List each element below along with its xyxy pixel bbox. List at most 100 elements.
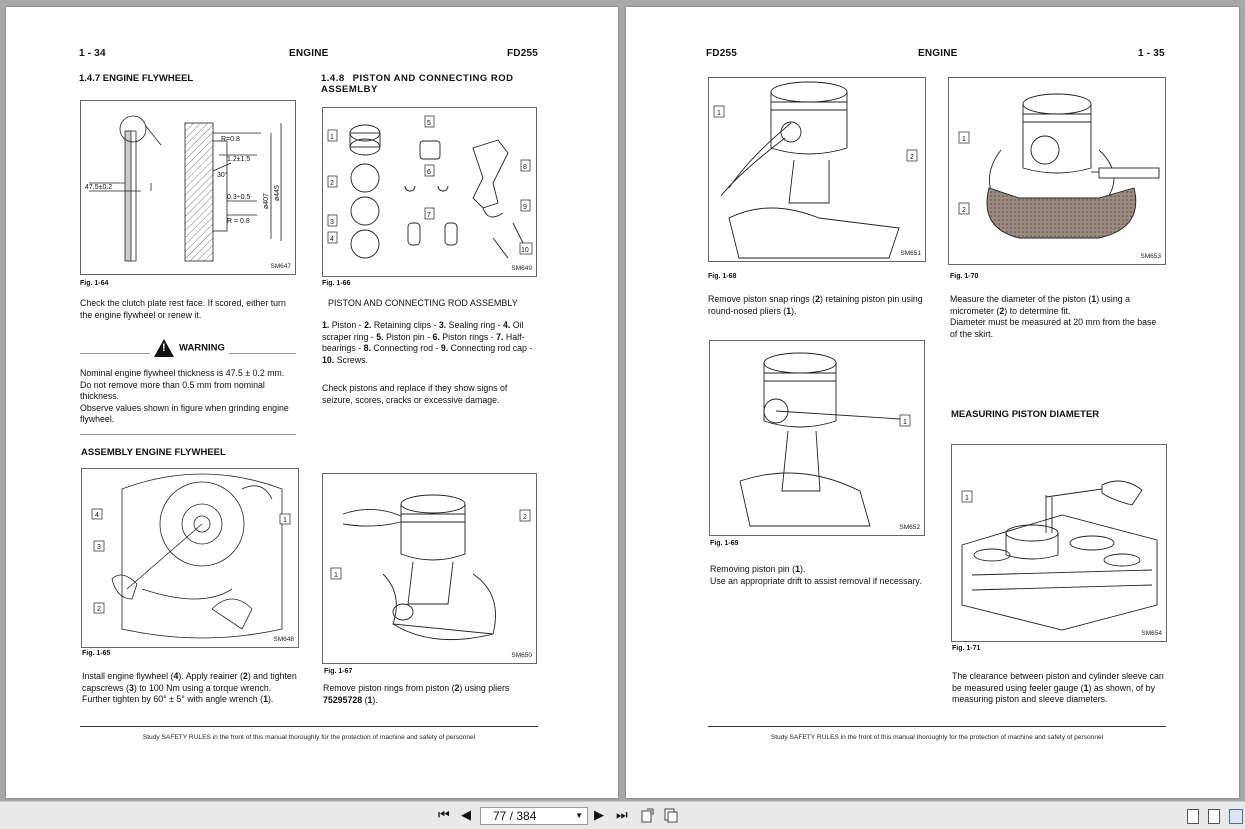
single-page-icon[interactable] (1187, 809, 1199, 824)
fit-page-icon[interactable] (664, 808, 678, 827)
figure-code: SM648 (273, 636, 294, 643)
footer-rule (80, 726, 538, 727)
warning-text: Nominal engine flywheel thickness is 47.… (80, 368, 289, 424)
continuous-page-icon[interactable] (1229, 809, 1243, 824)
fig-label-dia1: ø407 (263, 193, 270, 209)
figure-caption: Fig. 1-66 (322, 280, 351, 287)
fig-label-d1: 1.2±1.5 (227, 156, 250, 163)
figure-1-68: 1 2 SM651 (708, 77, 926, 262)
callout-9: 9 (523, 204, 527, 211)
callout-1: 1 (330, 134, 334, 141)
paragraph-clutch-check: Check the clutch plate rest face. If sco… (80, 298, 286, 320)
warning-label: WARNING (154, 339, 225, 357)
callout-1: 1 (283, 517, 287, 524)
parts-legend: 1. Piston - 2. Retaining clips - 3. Seal… (322, 320, 533, 365)
figure-code: SM647 (270, 263, 291, 270)
callout-10: 10 (521, 247, 529, 254)
paragraph-check-pistons: Check pistons and replace if they show s… (322, 383, 508, 405)
figure-code: SM649 (511, 265, 532, 272)
snap-ring-removal-drawing: 1 2 (713, 81, 918, 259)
figure-caption: Fig. 1-69 (710, 540, 739, 547)
callout-1: 1 (962, 136, 966, 143)
figure-caption: Fig. 1-65 (82, 650, 111, 657)
figure-code: SM651 (900, 250, 921, 257)
piston-parts-exploded-drawing: 1 5 6 8 2 9 3 7 4 10 (327, 115, 533, 259)
divider (229, 353, 296, 354)
figure-1-67: 2 1 SM650 (322, 473, 537, 664)
figure-caption: Fig. 1-68 (708, 273, 737, 280)
page-footer: Study SAFETY RULES in the front of this … (142, 734, 476, 741)
page-section: ENGINE (918, 48, 958, 59)
last-page-button[interactable]: ⏭ (616, 807, 628, 822)
figure-caption: Fig. 1-71 (952, 645, 981, 652)
piston-ring-removal-drawing: 2 1 (330, 494, 531, 641)
callout-1: 1 (717, 110, 721, 117)
page-number-select[interactable]: 77 / 384 ▼ (480, 807, 588, 825)
page-number: 1 - 34 (79, 48, 106, 59)
next-page-button[interactable]: ▶ (594, 807, 604, 822)
callout-8: 8 (523, 164, 527, 171)
divider (80, 353, 150, 354)
figure-code: SM652 (899, 524, 920, 531)
chevron-down-icon: ▼ (575, 811, 583, 820)
figure-1-71: 1 SM654 (951, 444, 1167, 642)
callout-7: 7 (427, 212, 431, 219)
figure-1-70: 1 2 SM653 (948, 77, 1166, 265)
callout-3: 3 (97, 544, 101, 551)
piston-pin-removal-drawing: 1 (739, 352, 911, 527)
fig-label-r1: R=0.8 (221, 136, 240, 143)
flywheel-section-drawing: R=0.8 1.2±1.5 30° 47.5±0.2 0.3÷0.5 R = 0… (85, 115, 282, 262)
flywheel-install-drawing: 4 1 3 2 (91, 473, 291, 639)
figure-code: SM654 (1141, 630, 1162, 637)
callout-1: 1 (334, 572, 338, 579)
feeler-gauge-drawing: 1 (961, 480, 1158, 631)
page-section: ENGINE (289, 48, 329, 59)
paragraph-remove-rings: Remove piston rings from piston (2) usin… (323, 683, 510, 705)
rotate-page-icon[interactable] (641, 808, 655, 827)
viewer-toolbar: ⏮ ◀ 77 / 384 ▼ ▶ ⏭ (0, 801, 1245, 829)
callout-2: 2 (97, 606, 101, 613)
figure-1-65: 4 1 3 2 SM648 (81, 468, 299, 648)
figure-caption: Fig. 1-67 (324, 668, 353, 675)
figure-1-66: 1 5 6 8 2 9 3 7 4 10 SM649 (322, 107, 537, 277)
section-heading-measuring: MEASURING PISTON DIAMETER (951, 409, 1100, 420)
fig-label-thickness: 47.5±0.2 (85, 184, 112, 191)
callout-3: 3 (330, 219, 334, 226)
paragraph-install-flywheel: Install engine flywheel (4). Apply reain… (82, 671, 297, 704)
fig-label-r2: R = 0.8 (227, 218, 250, 225)
callout-1: 1 (903, 419, 907, 426)
callout-2: 2 (523, 514, 527, 521)
page-model: FD255 (706, 48, 738, 59)
page-number-value: 77 / 384 (493, 809, 537, 823)
fig-label-dia2: ø445 (274, 185, 281, 201)
figure-caption: Fig. 1-70 (950, 273, 979, 280)
callout-2: 2 (330, 180, 334, 187)
callout-2: 2 (910, 154, 914, 161)
callout-2: 2 (962, 207, 966, 214)
divider (80, 434, 296, 435)
parts-list-title: PISTON AND CONNECTING ROD ASSEMBLY (328, 298, 518, 308)
first-page-button[interactable]: ⏮ (438, 807, 450, 822)
paragraph-measure-piston: Measure the diameter of the piston (1) u… (950, 294, 1157, 339)
callout-4: 4 (95, 512, 99, 519)
page-left: 1 - 34 ENGINE FD255 1.4.7 ENGINE FLYWHEE… (6, 7, 618, 798)
warning-triangle-icon (154, 339, 174, 357)
callout-6: 6 (427, 169, 431, 176)
callout-4: 4 (330, 236, 334, 243)
page-right: FD255 ENGINE 1 - 35 1 2 SM651 Fig. 1-68 … (626, 7, 1239, 798)
figure-1-64: R=0.8 1.2±1.5 30° 47.5±0.2 0.3÷0.5 R = 0… (80, 100, 296, 275)
fig-label-d2: 0.3÷0.5 (227, 194, 250, 201)
section-heading-flywheel: 1.4.7 ENGINE FLYWHEEL (79, 73, 194, 84)
two-page-icon[interactable] (1208, 809, 1220, 824)
previous-page-button[interactable]: ◀ (461, 807, 471, 822)
figure-1-69: 1 SM652 (709, 340, 925, 536)
page-model: FD255 (507, 48, 539, 59)
page-number: 1 - 35 (1138, 48, 1165, 59)
fig-label-angle: 30° (217, 171, 228, 179)
figure-code: SM653 (1140, 253, 1161, 260)
figure-code: SM650 (511, 652, 532, 659)
callout-5: 5 (427, 120, 431, 127)
footer-rule (708, 726, 1166, 727)
paragraph-snap-rings: Remove piston snap rings (2) retaining p… (708, 294, 923, 316)
